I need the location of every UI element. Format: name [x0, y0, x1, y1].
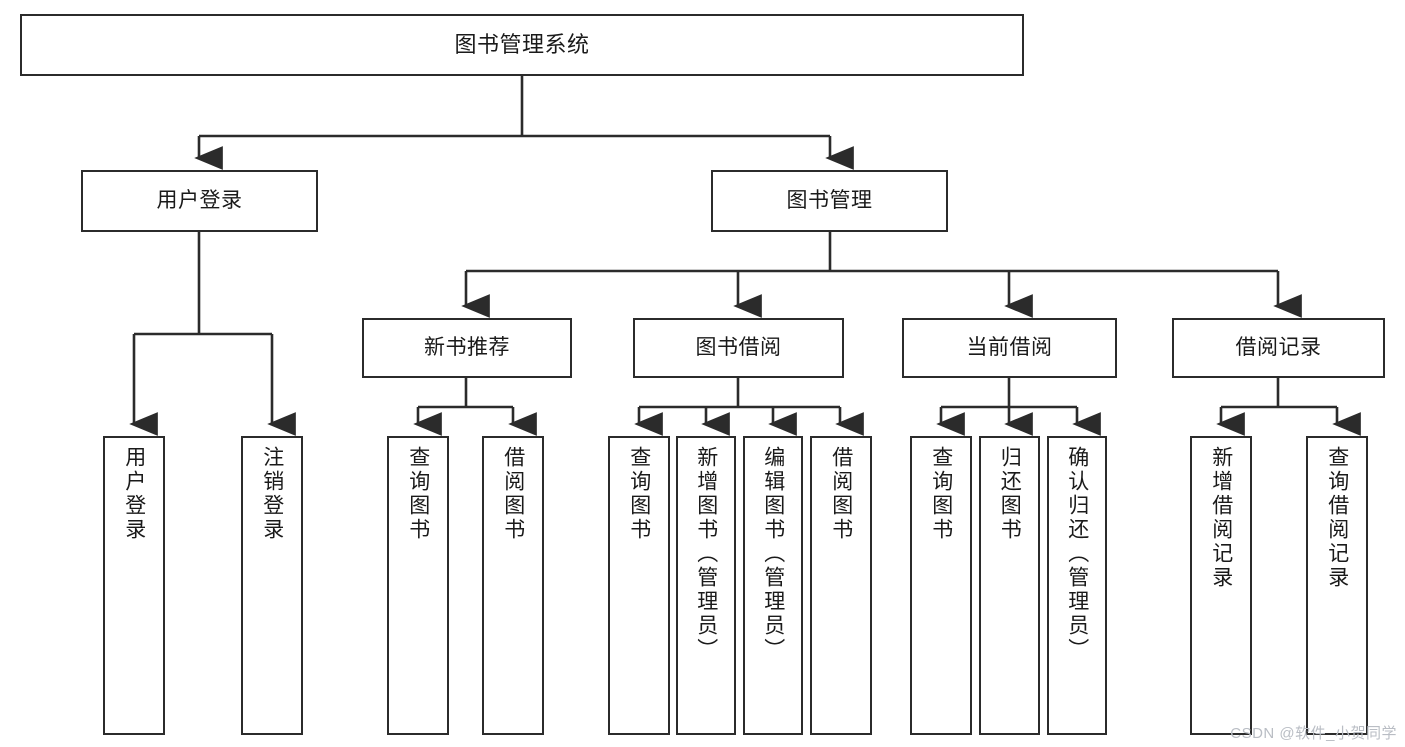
node-leaf-add-book-admin-label: 新增图书（管理员）	[694, 446, 718, 662]
node-leaf-return-book-label: 归还图书	[998, 446, 1022, 542]
node-leaf-logout-login[interactable]: 注销登录	[241, 436, 303, 735]
node-new-book-recommend[interactable]: 新书推荐	[362, 318, 572, 378]
node-user-login[interactable]: 用户登录	[81, 170, 318, 232]
node-book-borrow-label: 图书借阅	[695, 336, 782, 360]
node-leaf-borrow-book-1[interactable]: 借阅图书	[482, 436, 544, 735]
node-leaf-query-borrow-record[interactable]: 查询借阅记录	[1306, 436, 1368, 735]
node-user-login-label: 用户登录	[156, 189, 243, 213]
node-leaf-query-book-1-label: 查询图书	[406, 446, 430, 542]
node-leaf-edit-book-admin[interactable]: 编辑图书（管理员）	[743, 436, 803, 735]
node-root[interactable]: 图书管理系统	[20, 14, 1024, 76]
node-book-management-label: 图书管理	[786, 189, 873, 213]
node-leaf-user-login[interactable]: 用户登录	[103, 436, 165, 735]
node-book-borrow[interactable]: 图书借阅	[633, 318, 844, 378]
node-leaf-query-borrow-record-label: 查询借阅记录	[1325, 446, 1349, 590]
node-leaf-edit-book-admin-label: 编辑图书（管理员）	[761, 446, 785, 662]
node-leaf-confirm-return-admin[interactable]: 确认归还（管理员）	[1047, 436, 1107, 735]
node-leaf-query-book-1[interactable]: 查询图书	[387, 436, 449, 735]
node-root-label: 图书管理系统	[454, 31, 590, 57]
node-leaf-borrow-book-2[interactable]: 借阅图书	[810, 436, 872, 735]
node-leaf-borrow-book-2-label: 借阅图书	[829, 446, 853, 542]
node-borrow-record-label: 借阅记录	[1235, 336, 1322, 360]
node-new-book-recommend-label: 新书推荐	[424, 336, 510, 360]
watermark: CSDN @软件_小贺同学	[1230, 725, 1397, 742]
node-leaf-add-book-admin[interactable]: 新增图书（管理员）	[676, 436, 736, 735]
node-leaf-add-borrow-record-label: 新增借阅记录	[1209, 446, 1233, 590]
node-leaf-borrow-book-1-label: 借阅图书	[501, 446, 525, 542]
node-leaf-query-book-2[interactable]: 查询图书	[608, 436, 670, 735]
node-leaf-confirm-return-admin-label: 确认归还（管理员）	[1065, 446, 1089, 662]
node-leaf-query-book-3[interactable]: 查询图书	[910, 436, 972, 735]
node-current-borrow-label: 当前借阅	[966, 336, 1053, 360]
node-leaf-query-book-2-label: 查询图书	[627, 446, 651, 542]
node-leaf-logout-login-label: 注销登录	[260, 446, 284, 542]
node-leaf-add-borrow-record[interactable]: 新增借阅记录	[1190, 436, 1252, 735]
node-current-borrow[interactable]: 当前借阅	[902, 318, 1117, 378]
node-leaf-return-book[interactable]: 归还图书	[979, 436, 1040, 735]
node-book-management[interactable]: 图书管理	[711, 170, 948, 232]
node-borrow-record[interactable]: 借阅记录	[1172, 318, 1385, 378]
node-leaf-user-login-label: 用户登录	[122, 446, 146, 542]
node-leaf-query-book-3-label: 查询图书	[929, 446, 953, 542]
